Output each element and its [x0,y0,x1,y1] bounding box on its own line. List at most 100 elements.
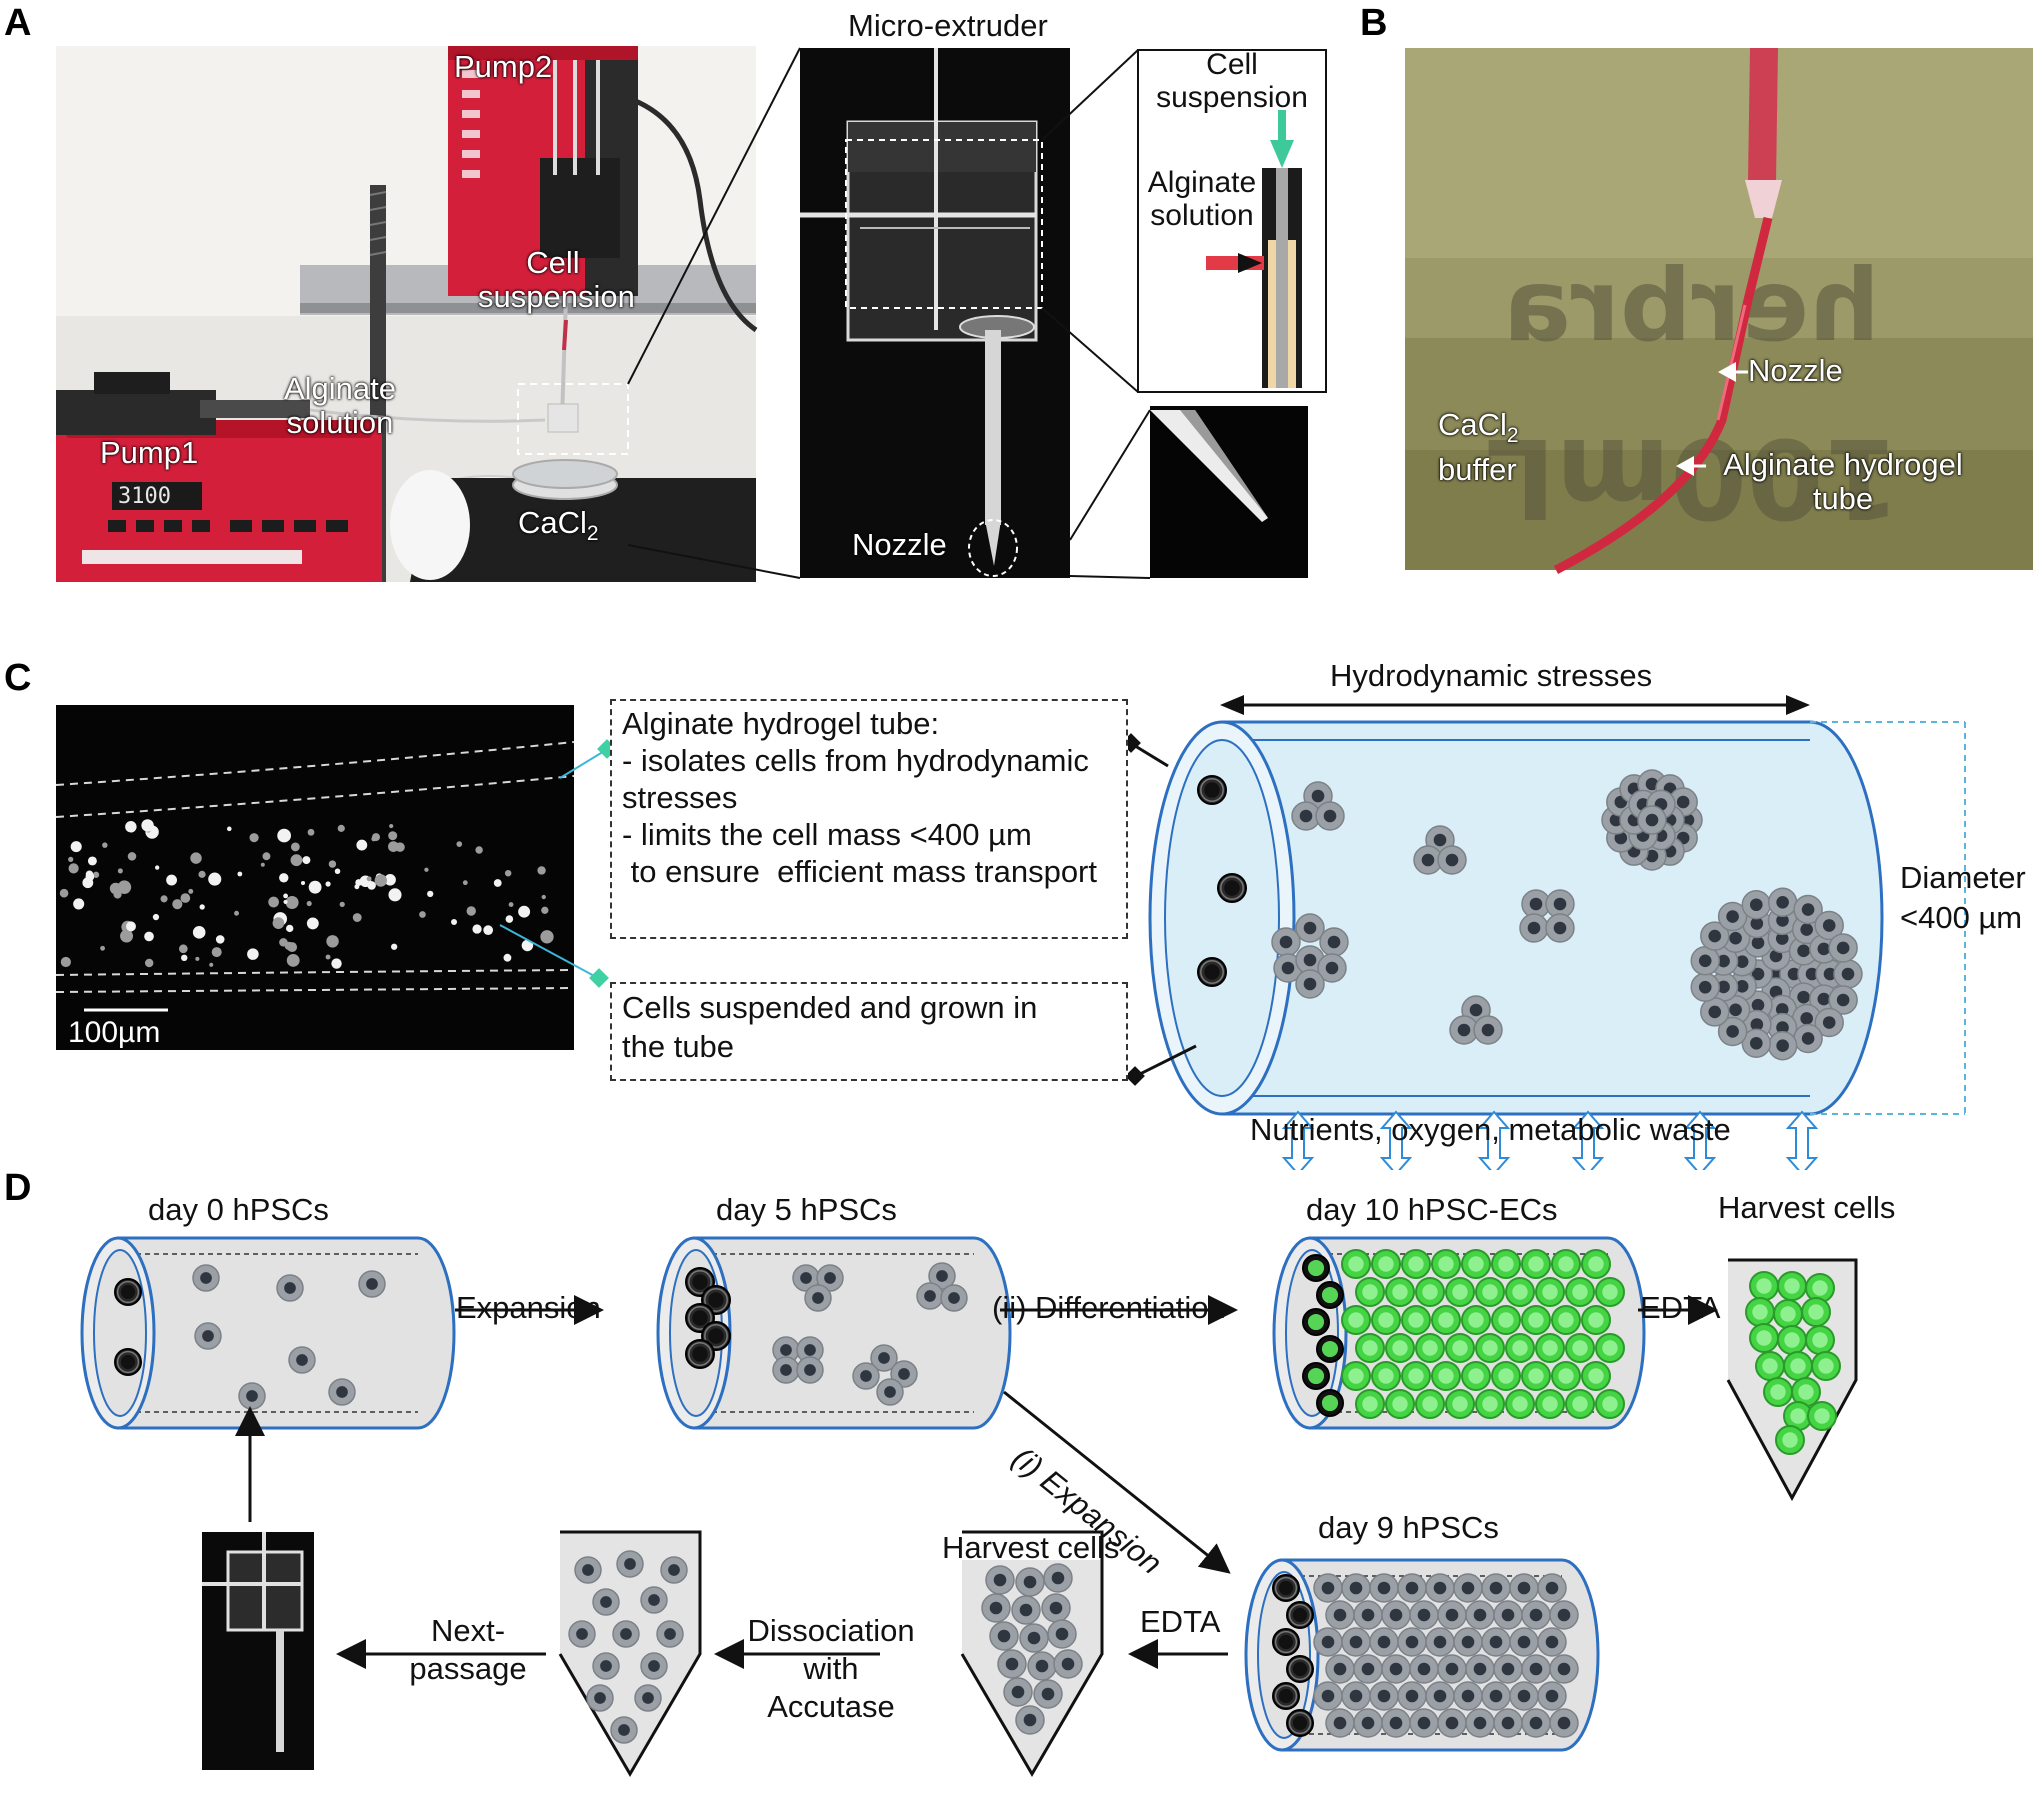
hydrogel-tube-label-b: Alginate hydrogel tube [1708,448,1978,516]
micrograph-cell [126,921,136,932]
micrograph-cell [521,939,534,952]
micrograph-cell [249,833,259,843]
cell [1755,1351,1785,1381]
zoom-line [627,47,801,385]
cell [1027,1651,1057,1681]
cell [1461,1361,1491,1391]
cell [1291,801,1321,831]
micrograph-cell [141,819,154,832]
double-arrow [1571,1110,1605,1170]
cell [1385,1277,1415,1307]
cell [1325,1708,1355,1738]
cell [1763,1377,1793,1407]
cell [586,1684,614,1712]
cell [928,1262,956,1290]
cacl2-label-b-base: CaCl [1438,407,1507,442]
micrograph-cell [60,956,71,968]
alginate-solution-label-line2: solution [286,405,394,440]
edta-bottom-label: EDTA [1140,1604,1221,1639]
cell [1565,1389,1595,1419]
micrograph-cell [537,866,546,875]
nozzle-label-b: Nozzle [1748,353,1843,388]
cell [1437,1654,1467,1684]
cell [1595,1333,1625,1363]
micrograph-cell [384,874,396,886]
cell [1549,1600,1579,1630]
tube-callout-line3: stresses [622,780,738,815]
micrograph-cell [181,954,188,962]
micrograph-cell [283,899,288,905]
micrograph-cell [70,841,82,853]
cell [1369,1573,1399,1603]
cell [804,1284,832,1312]
cell [1521,1708,1551,1738]
cell [796,1356,824,1384]
cell [1545,913,1575,943]
cell [940,1284,968,1312]
day9-label: day 9 hPSCs [1318,1510,1499,1545]
cell [1767,1030,1798,1061]
cell [1369,1627,1399,1657]
cell [1549,1708,1579,1738]
cell [1316,1335,1344,1363]
micrograph-cell [144,931,154,942]
cell [640,1586,668,1614]
cell [1814,1007,1844,1038]
cell [1286,1655,1314,1683]
cell [1805,1325,1835,1355]
cell [358,1270,386,1298]
cell [1019,1623,1049,1653]
cell [1415,1333,1445,1363]
cell [1491,1249,1521,1279]
micrograph-cell [208,872,222,886]
next-passage-label-line2: passage [409,1651,527,1686]
cell [1341,1249,1371,1279]
micrograph-cell [389,823,394,829]
micrograph-cell [307,828,315,836]
hydrodynamic-stresses-label: Hydrodynamic stresses [1330,658,1653,693]
cell [876,1378,904,1406]
cell [1491,1305,1521,1335]
inset-alginate-label: Alginate solution [1140,166,1264,232]
panel-letter-a: A [4,2,32,44]
cell [1690,946,1720,976]
cell [592,1652,620,1680]
cell [1521,1361,1551,1391]
micrograph-cell [260,862,265,867]
inset-alginate-line2: solution [1150,199,1254,232]
micrograph-cell [199,904,205,910]
cell [1011,1595,1041,1625]
micrograph-cell [211,947,222,958]
cell [1397,1627,1427,1657]
micrograph-cell [87,856,97,866]
cell [1519,913,1549,943]
cell [1537,1627,1567,1657]
cell [1537,1681,1567,1711]
cell [1805,1273,1835,1303]
pump1-display [112,482,202,510]
cell [1465,1600,1495,1630]
cell [1690,972,1720,1002]
pump1-label: Pump1 [100,435,199,470]
cell [1521,1305,1551,1335]
cell [114,1348,142,1376]
micrograph-cell [367,881,376,890]
harvest-top-label: Harvest cells [1718,1190,1896,1225]
cell [1493,1654,1523,1684]
cell [574,1556,602,1584]
cell [1461,1305,1491,1335]
cell [1581,1249,1611,1279]
cell [1465,1708,1495,1738]
extruder-highlight-box [517,383,629,455]
cell [1461,1249,1491,1279]
micrograph-cell [541,906,549,914]
micrograph-cell [371,836,377,842]
cell [816,1264,844,1292]
cell [1521,1654,1551,1684]
micrograph-cell [234,910,239,916]
cell [1505,1277,1535,1307]
cell [1272,1628,1300,1656]
tube-callout-box: Alginate hydrogel tube: - isolates cells… [610,699,1128,939]
micrograph-cell [284,941,294,951]
cell [989,1621,1019,1651]
